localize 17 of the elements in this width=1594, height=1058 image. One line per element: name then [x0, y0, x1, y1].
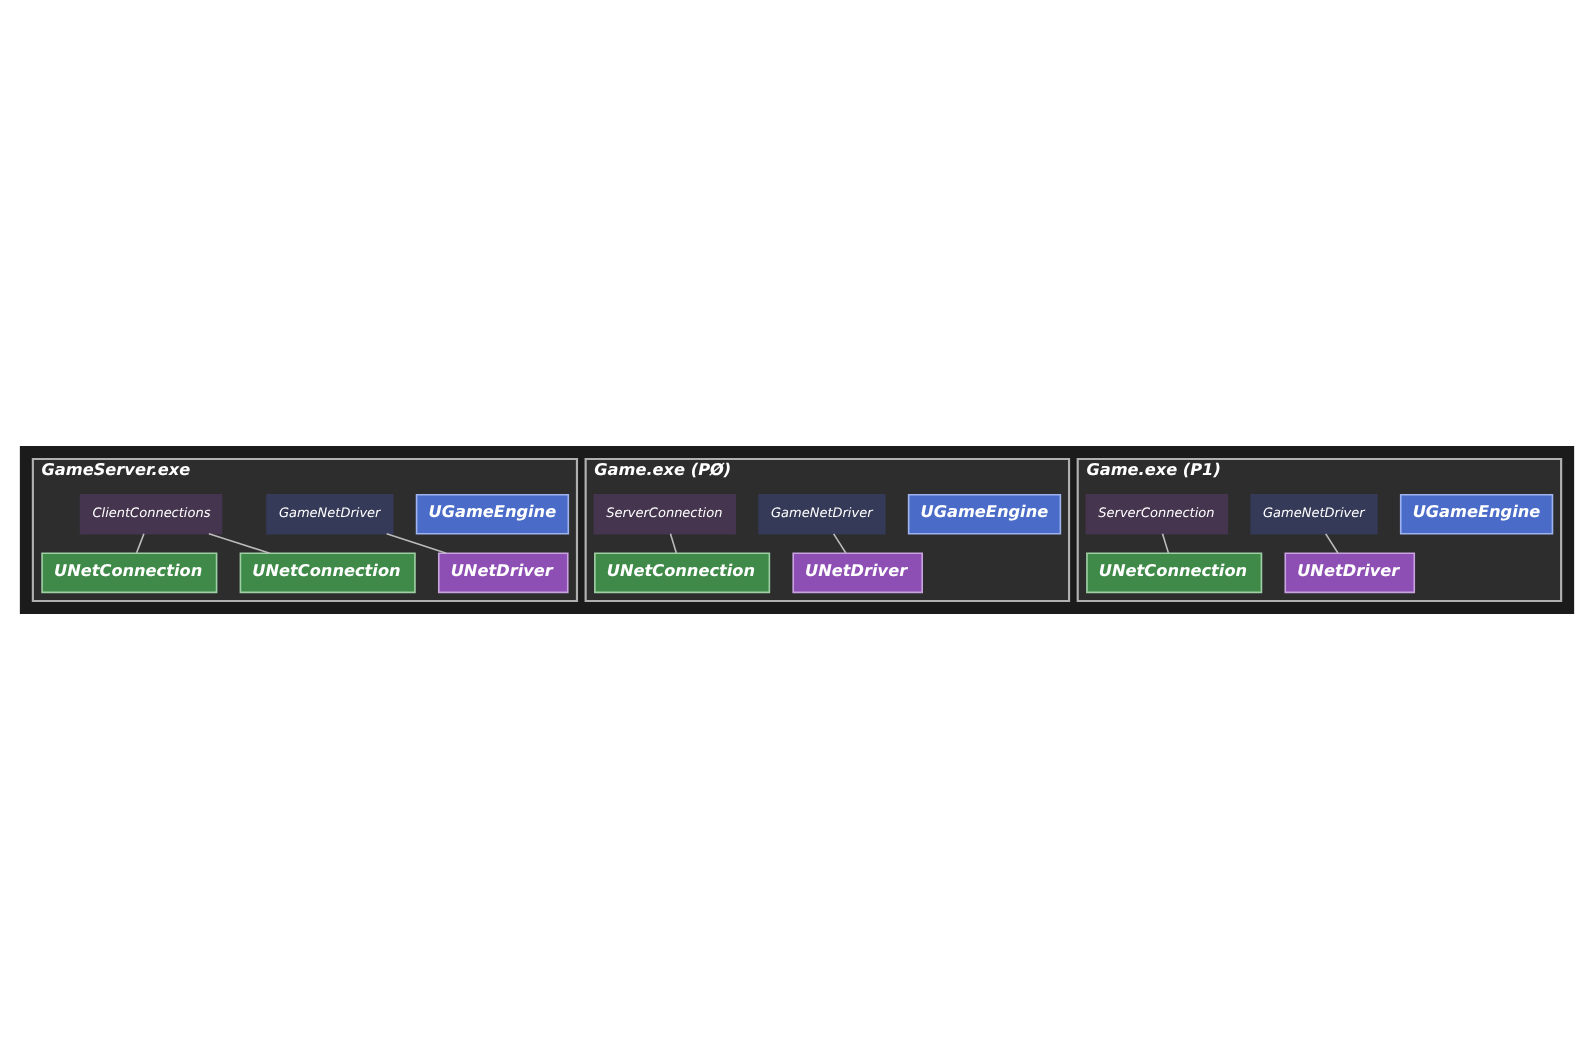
connector	[1161, 532, 1170, 553]
connector	[669, 532, 678, 553]
node-box: UNetConnection	[41, 551, 218, 593]
node-box: UNetDriver	[437, 551, 569, 593]
node-box: UGameEngine	[1399, 492, 1554, 534]
node-box: UGameEngine	[415, 492, 570, 534]
node-box: UGameEngine	[907, 492, 1062, 534]
connector	[1324, 532, 1339, 553]
connector	[832, 532, 847, 553]
node-box: UNetDriver	[1284, 551, 1416, 593]
connector	[208, 532, 271, 554]
node-box: UNetConnection	[1086, 551, 1263, 593]
node-box: UNetConnection	[239, 551, 416, 593]
node-box: UNetConnection	[594, 551, 771, 593]
connector	[135, 532, 145, 553]
node-box: UNetDriver	[792, 551, 923, 593]
connector	[385, 532, 448, 554]
